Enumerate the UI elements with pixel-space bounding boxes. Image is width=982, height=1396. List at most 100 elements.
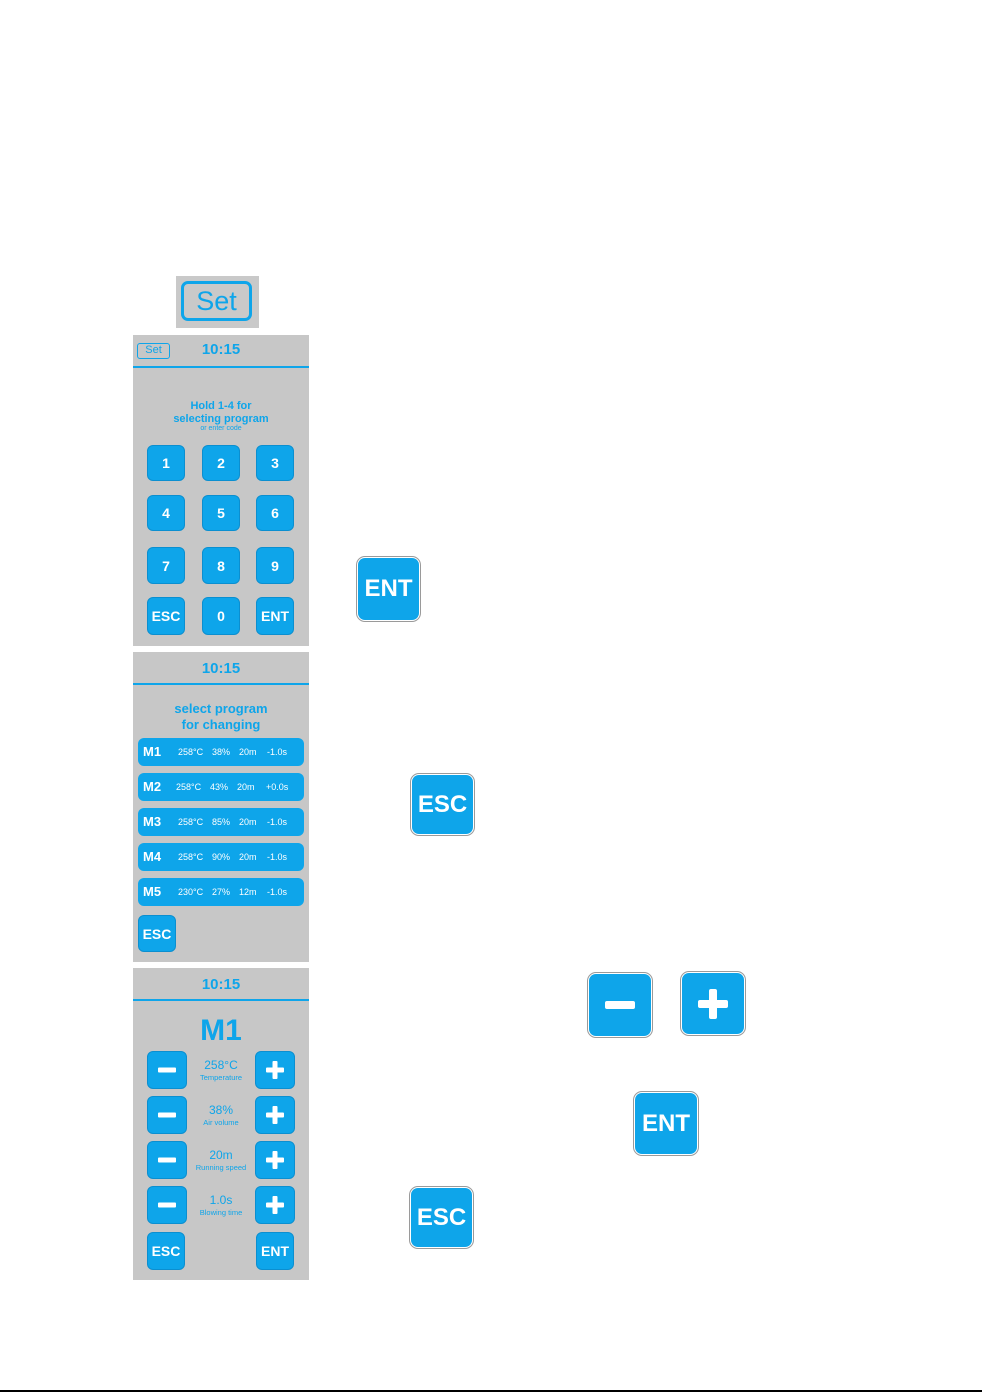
- control-label: Air volume: [203, 1118, 239, 1127]
- instruction-line3: or enter code: [200, 425, 242, 432]
- keypad-screen: Set 10:15 Hold 1-4 for selecting program…: [133, 335, 309, 646]
- minus-icon: [158, 1202, 176, 1208]
- program-speed: 20m: [237, 782, 255, 792]
- key-8[interactable]: 8: [202, 547, 240, 584]
- program-blow: -1.0s: [267, 817, 288, 827]
- key-2[interactable]: 2: [202, 445, 240, 481]
- plus-key-large[interactable]: [680, 971, 746, 1036]
- esc-key-large[interactable]: ESC: [410, 773, 475, 836]
- key-6[interactable]: 6: [256, 495, 294, 531]
- program-select-screen: 10:15 select program for changing M1 258…: [133, 652, 309, 962]
- select-title-line2: for changing: [181, 717, 261, 732]
- plus-icon: [266, 1196, 284, 1214]
- key-esc[interactable]: ESC: [147, 597, 185, 635]
- increase-running-speed-button[interactable]: [255, 1141, 295, 1179]
- instruction-line1: Hold 1-4 for: [190, 400, 252, 412]
- control-value: 38%: [208, 1103, 234, 1117]
- minus-icon: [605, 1001, 635, 1009]
- key-7[interactable]: 7: [147, 547, 185, 584]
- program-name: M4: [143, 849, 162, 864]
- decrease-blowing-time-button[interactable]: [147, 1186, 187, 1224]
- ent-key-large[interactable]: ENT: [356, 556, 421, 622]
- program-air: 90%: [212, 852, 231, 862]
- program-blow: -1.0s: [267, 852, 288, 862]
- air-volume-value: 38% Air volume: [186, 1103, 256, 1127]
- program-temp: 258°C: [178, 747, 204, 757]
- program-row-m2[interactable]: M2 258°C 43% 20m +0.0s: [138, 773, 304, 801]
- page-bottom-rule: [0, 1390, 982, 1392]
- program-row-m1[interactable]: M1 258°C 38% 20m -1.0s: [138, 738, 304, 766]
- set-small-button[interactable]: Set: [137, 343, 170, 359]
- minus-icon: [158, 1067, 176, 1073]
- set-button[interactable]: Set: [176, 276, 259, 328]
- ent-key-large-2[interactable]: ENT: [633, 1091, 699, 1156]
- clock-time: 10:15: [201, 341, 241, 358]
- program-blow: +0.0s: [266, 782, 289, 792]
- instruction-line2: selecting program: [173, 413, 269, 425]
- decrease-running-speed-button[interactable]: [147, 1141, 187, 1179]
- clock-time: 10:15: [201, 976, 241, 993]
- control-value: 20m: [209, 1148, 233, 1162]
- program-air: 43%: [210, 782, 229, 792]
- program-edit-screen: 10:15 M1 258°C Temperature 38% Air volum…: [133, 968, 309, 1280]
- select-title-line1: select program: [174, 701, 268, 716]
- header-divider: [133, 683, 309, 685]
- header-divider: [133, 366, 309, 368]
- decrease-air-volume-button[interactable]: [147, 1096, 187, 1134]
- key-1[interactable]: 1: [147, 445, 185, 481]
- esc-key-large-2[interactable]: ESC: [409, 1186, 474, 1249]
- program-row-m5[interactable]: M5 230°C 27% 12m -1.0s: [138, 878, 304, 906]
- running-speed-value: 20m Running speed: [186, 1148, 256, 1172]
- program-name: M1: [143, 744, 162, 759]
- program-row-m4[interactable]: M4 258°C 90% 20m -1.0s: [138, 843, 304, 871]
- increase-air-volume-button[interactable]: [255, 1096, 295, 1134]
- program-speed: 20m: [239, 852, 257, 862]
- key-9[interactable]: 9: [256, 547, 294, 584]
- esc-button[interactable]: ESC: [138, 915, 176, 952]
- ent-button[interactable]: ENT: [256, 1232, 294, 1270]
- program-speed: 20m: [239, 817, 257, 827]
- program-name: M3: [143, 814, 162, 829]
- set-button-frame: Set: [181, 281, 252, 321]
- program-row-m3[interactable]: M3 258°C 85% 20m -1.0s: [138, 808, 304, 836]
- header-divider: [133, 999, 309, 1001]
- program-blow: -1.0s: [267, 887, 288, 897]
- key-ent[interactable]: ENT: [256, 597, 294, 635]
- temperature-value: 258°C Temperature: [186, 1058, 256, 1082]
- program-speed: 20m: [239, 747, 257, 757]
- control-label: Temperature: [199, 1073, 243, 1082]
- control-value: 258°C: [204, 1058, 238, 1072]
- esc-button[interactable]: ESC: [147, 1232, 185, 1270]
- minus-icon: [158, 1112, 176, 1118]
- program-temp: 258°C: [178, 817, 204, 827]
- control-label: Running speed: [195, 1163, 247, 1172]
- key-4[interactable]: 4: [147, 495, 185, 531]
- increase-temperature-button[interactable]: [255, 1051, 295, 1089]
- plus-icon: [266, 1106, 284, 1124]
- program-temp: 258°C: [176, 782, 202, 792]
- minus-key-large[interactable]: [587, 972, 653, 1038]
- set-button-label: Set: [196, 285, 237, 316]
- program-speed: 12m: [239, 887, 257, 897]
- program-temp: 258°C: [178, 852, 204, 862]
- control-label: Blowing time: [199, 1208, 243, 1217]
- key-3[interactable]: 3: [256, 445, 294, 481]
- program-temp: 230°C: [178, 887, 204, 897]
- plus-icon: [698, 988, 728, 1019]
- program-blow: -1.0s: [267, 747, 288, 757]
- key-5[interactable]: 5: [202, 495, 240, 531]
- plus-icon: [266, 1061, 284, 1079]
- control-value: 1.0s: [209, 1193, 233, 1207]
- clock-time: 10:15: [201, 660, 241, 677]
- program-name: M2: [143, 779, 162, 794]
- set-small-label: Set: [145, 344, 162, 356]
- key-0[interactable]: 0: [202, 597, 240, 635]
- increase-blowing-time-button[interactable]: [255, 1186, 295, 1224]
- minus-icon: [158, 1157, 176, 1163]
- program-air: 27%: [212, 887, 231, 897]
- program-name: M5: [143, 884, 162, 899]
- blowing-time-value: 1.0s Blowing time: [186, 1193, 256, 1217]
- plus-icon: [266, 1151, 284, 1169]
- program-air: 85%: [212, 817, 231, 827]
- decrease-temperature-button[interactable]: [147, 1051, 187, 1089]
